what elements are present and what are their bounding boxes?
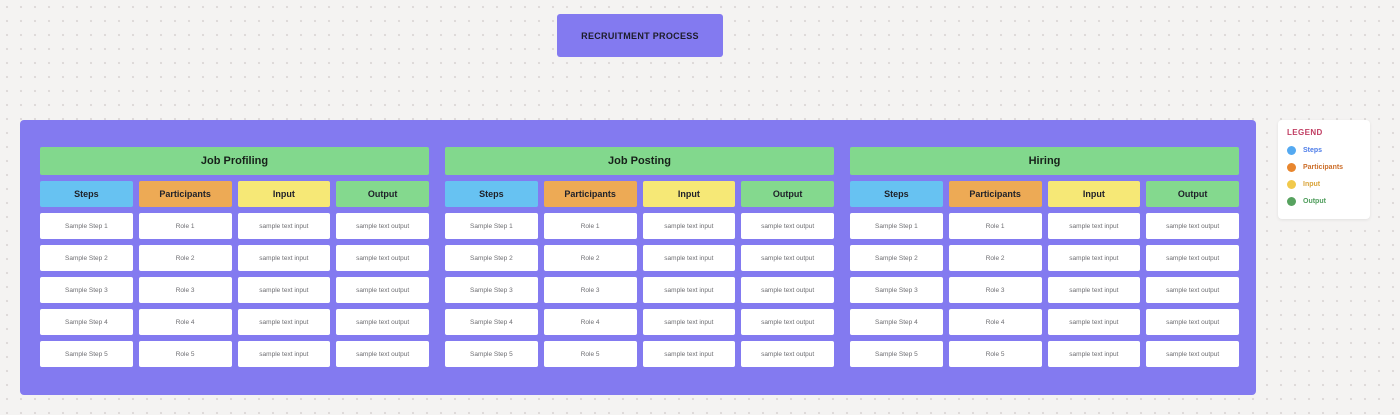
table-cell[interactable]: Sample Step 1 — [40, 213, 133, 239]
table-cell[interactable]: sample text input — [642, 213, 736, 239]
table-cell[interactable]: sample text output — [336, 341, 429, 367]
table-cell[interactable]: sample text input — [642, 245, 736, 271]
table-cell[interactable]: Sample Step 5 — [40, 341, 133, 367]
column-header-steps[interactable]: Steps — [40, 181, 133, 207]
column-header-participants[interactable]: Participants — [543, 181, 637, 207]
column-header-input[interactable]: Input — [642, 181, 736, 207]
table-cell[interactable]: Role 2 — [543, 245, 637, 271]
input-dot-icon — [1287, 180, 1296, 189]
legend-item-steps[interactable]: Steps — [1287, 142, 1361, 159]
table-cell[interactable]: sample text input — [237, 341, 331, 367]
title-banner[interactable]: RECRUITMENT PROCESS — [557, 14, 723, 57]
table-cell[interactable]: sample text output — [741, 341, 834, 367]
table-cell[interactable]: Role 4 — [138, 309, 232, 335]
participants-dot-icon — [1287, 163, 1296, 172]
table-cell[interactable]: Role 4 — [543, 309, 637, 335]
column-header-output[interactable]: Output — [741, 181, 834, 207]
output-dot-icon — [1287, 197, 1296, 206]
table-cell[interactable]: sample text output — [1146, 341, 1239, 367]
table-cell[interactable]: sample text input — [237, 245, 331, 271]
table-cell[interactable]: sample text output — [336, 245, 429, 271]
table-cell[interactable]: sample text output — [336, 213, 429, 239]
table-cell[interactable]: sample text input — [237, 277, 331, 303]
table-cell[interactable]: sample text input — [642, 341, 736, 367]
table-cell[interactable]: Role 3 — [948, 277, 1042, 303]
table-cell[interactable]: sample text output — [741, 213, 834, 239]
table-cell[interactable]: Role 2 — [948, 245, 1042, 271]
column-header-participants[interactable]: Participants — [138, 181, 232, 207]
table-cell[interactable]: Role 3 — [138, 277, 232, 303]
table-cell[interactable]: sample text output — [741, 245, 834, 271]
table-cell[interactable]: Role 3 — [543, 277, 637, 303]
table-cell[interactable]: Sample Step 2 — [445, 245, 538, 271]
table-cell[interactable]: sample text output — [1146, 245, 1239, 271]
steps-dot-icon — [1287, 146, 1296, 155]
table-cell[interactable]: Sample Step 4 — [850, 309, 943, 335]
legend-item-participants[interactable]: Participants — [1287, 159, 1361, 176]
table-cell[interactable]: Sample Step 5 — [445, 341, 538, 367]
column-header-input[interactable]: Input — [237, 181, 331, 207]
legend-item-label: Steps — [1303, 147, 1323, 154]
table-cell[interactable]: Role 5 — [948, 341, 1042, 367]
table-cell[interactable]: Role 2 — [138, 245, 232, 271]
table-cell[interactable]: Role 1 — [543, 213, 637, 239]
table-cell[interactable]: Sample Step 2 — [850, 245, 943, 271]
table-cell[interactable]: sample text input — [1047, 213, 1141, 239]
table-cell[interactable]: Role 1 — [138, 213, 232, 239]
legend-item-label: Participants — [1303, 164, 1344, 171]
column-header-steps[interactable]: Steps — [850, 181, 943, 207]
table-cell[interactable]: sample text output — [1146, 277, 1239, 303]
table-cell[interactable]: sample text input — [1047, 341, 1141, 367]
table-cell[interactable]: Sample Step 4 — [445, 309, 538, 335]
table-cell[interactable]: sample text output — [741, 309, 834, 335]
table-cell[interactable]: sample text input — [1047, 245, 1141, 271]
legend-title: LEGEND — [1287, 128, 1323, 137]
legend-item-label: Output — [1303, 198, 1326, 205]
legend-item-label: Input — [1303, 181, 1321, 188]
section-header[interactable]: Job Posting — [445, 147, 834, 175]
legend-item-output[interactable]: Output — [1287, 193, 1361, 210]
section-header[interactable]: Job Profiling — [40, 147, 429, 175]
table-cell[interactable]: Sample Step 1 — [850, 213, 943, 239]
legend-item-input[interactable]: Input — [1287, 176, 1361, 193]
section-header[interactable]: Hiring — [850, 147, 1239, 175]
column-header-output[interactable]: Output — [336, 181, 429, 207]
table-cell[interactable]: sample text input — [237, 309, 331, 335]
table-cell[interactable]: sample text output — [336, 277, 429, 303]
table-cell[interactable]: Role 5 — [543, 341, 637, 367]
table-cell[interactable]: sample text output — [1146, 213, 1239, 239]
table-cell[interactable]: sample text output — [336, 309, 429, 335]
table-cell[interactable]: Role 5 — [138, 341, 232, 367]
table-cell[interactable]: Sample Step 3 — [850, 277, 943, 303]
table-cell[interactable]: sample text input — [642, 309, 736, 335]
table-cell[interactable]: sample text output — [741, 277, 834, 303]
table-cell[interactable]: Sample Step 3 — [445, 277, 538, 303]
table-cell[interactable]: sample text input — [1047, 309, 1141, 335]
table-cell[interactable]: Role 4 — [948, 309, 1042, 335]
table-cell[interactable]: sample text input — [642, 277, 736, 303]
table-cell[interactable]: Sample Step 4 — [40, 309, 133, 335]
column-header-output[interactable]: Output — [1146, 181, 1239, 207]
table-cell[interactable]: Sample Step 2 — [40, 245, 133, 271]
table-cell[interactable]: Role 1 — [948, 213, 1042, 239]
table-cell[interactable]: sample text output — [1146, 309, 1239, 335]
table-cell[interactable]: sample text input — [237, 213, 331, 239]
column-header-participants[interactable]: Participants — [948, 181, 1042, 207]
column-header-input[interactable]: Input — [1047, 181, 1141, 207]
table-cell[interactable]: Sample Step 1 — [445, 213, 538, 239]
table-cell[interactable]: sample text input — [1047, 277, 1141, 303]
table-cell[interactable]: Sample Step 5 — [850, 341, 943, 367]
table-cell[interactable]: Sample Step 3 — [40, 277, 133, 303]
column-header-steps[interactable]: Steps — [445, 181, 538, 207]
